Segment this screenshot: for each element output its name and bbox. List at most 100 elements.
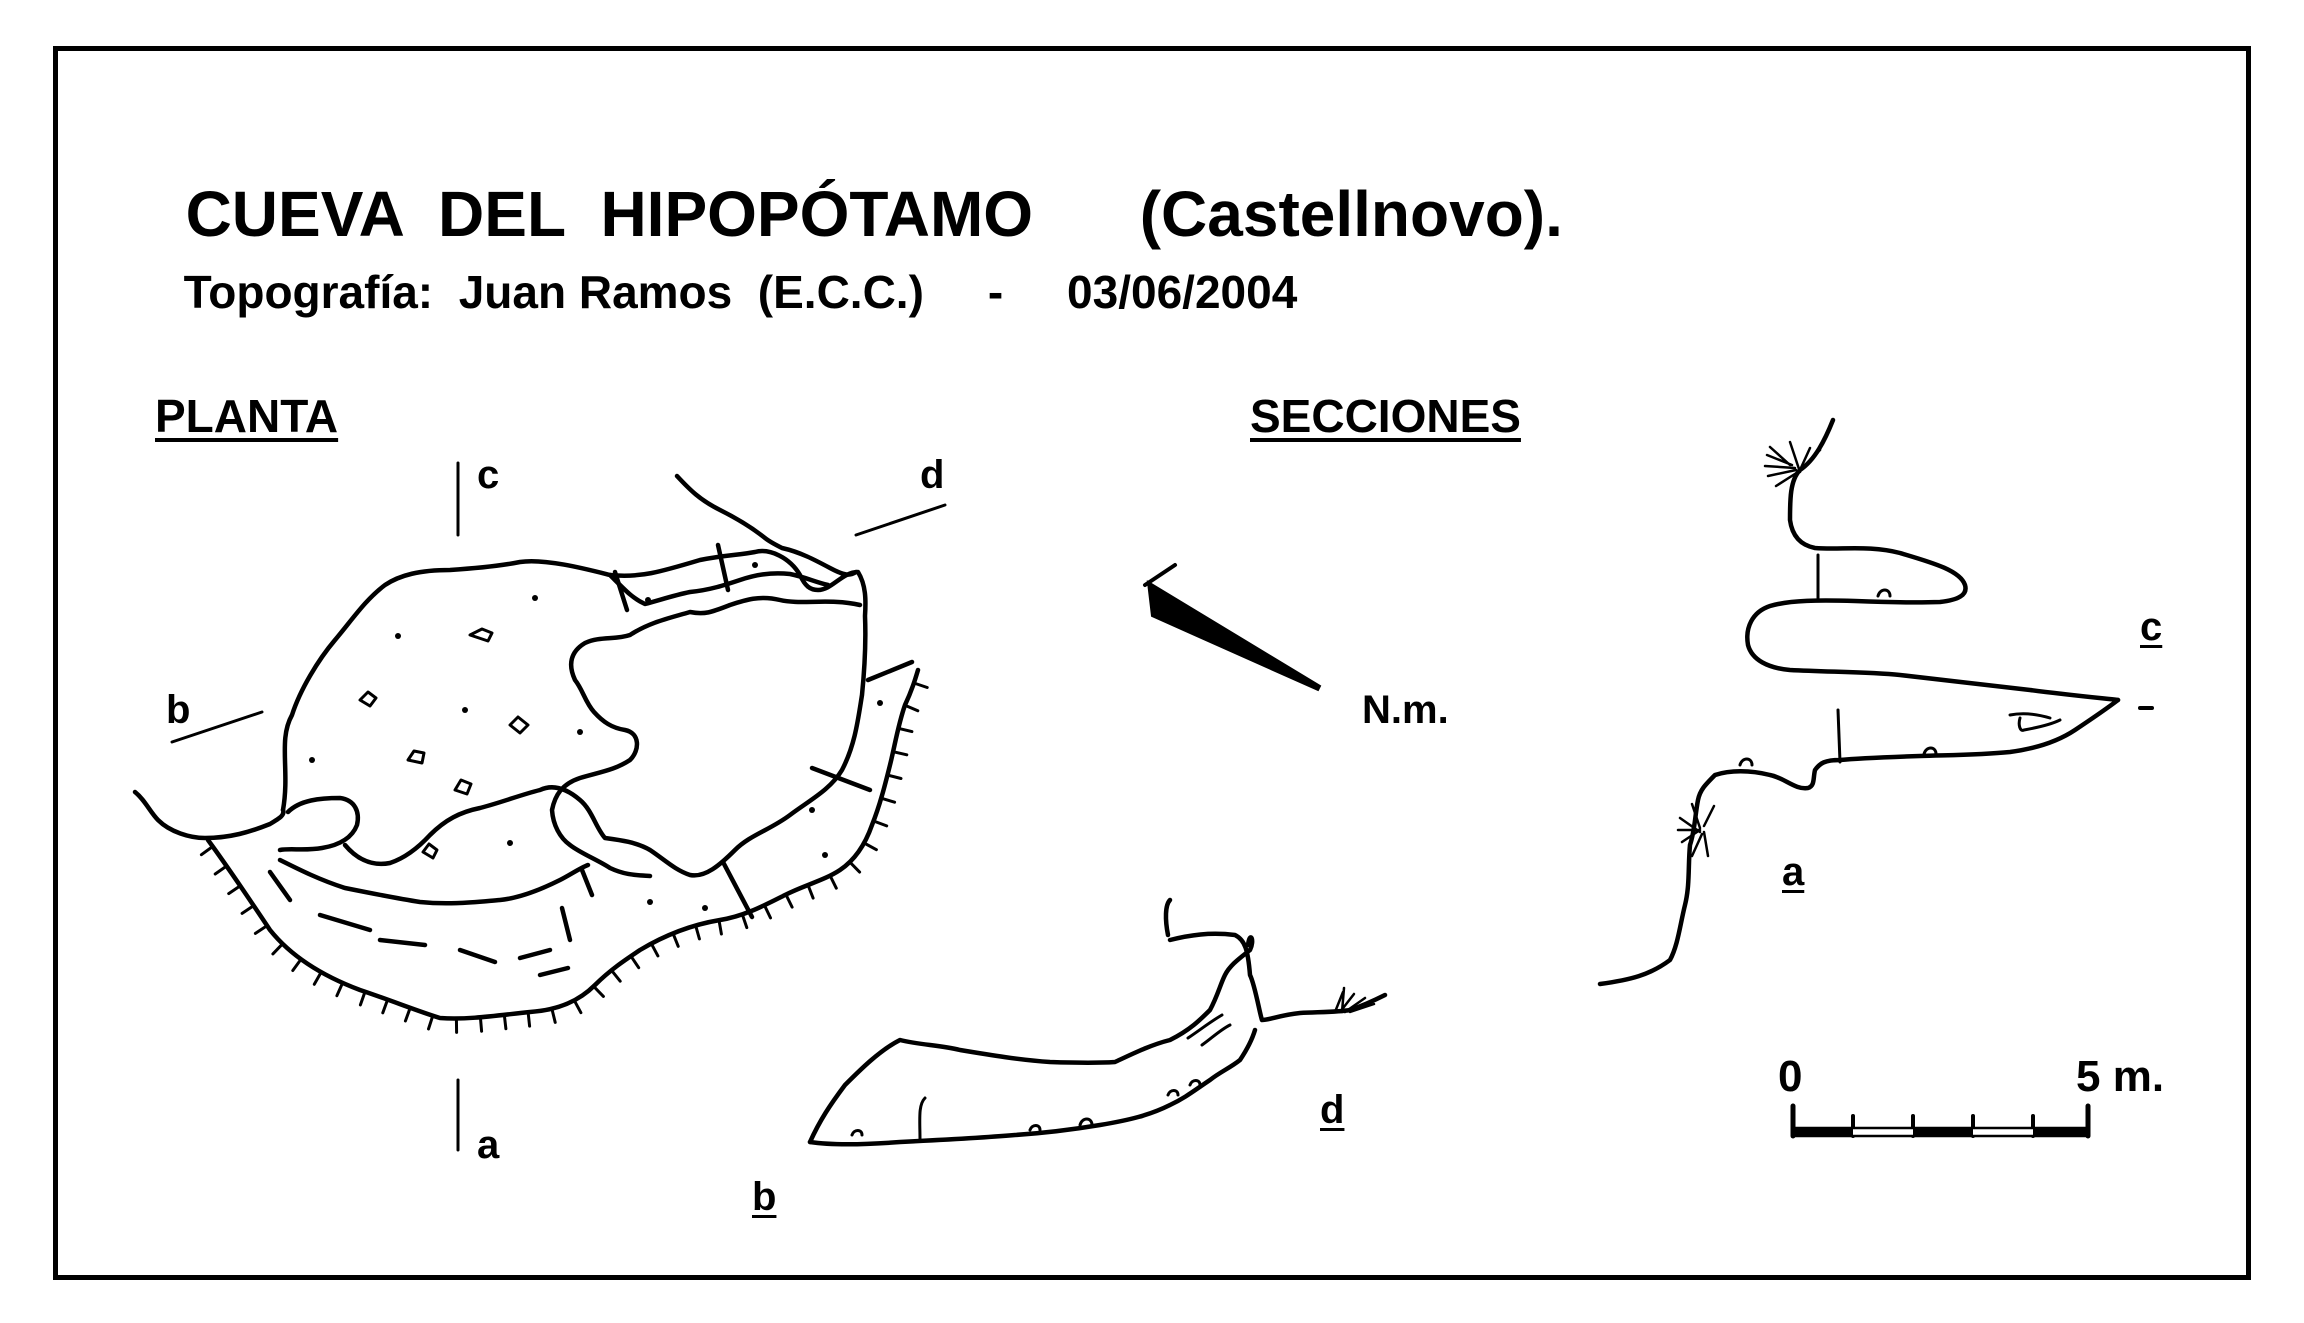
sections-heading: SECCIONES bbox=[1250, 390, 1521, 442]
hatch-tick bbox=[862, 841, 878, 852]
plan-entrance-outline bbox=[132, 789, 286, 841]
plan-floor-details bbox=[309, 562, 883, 911]
survey-date: 03/06/2004 bbox=[1067, 266, 1298, 318]
hatch-tick bbox=[848, 860, 862, 874]
floor-dot bbox=[822, 852, 828, 858]
slope-mark bbox=[457, 947, 498, 965]
map-frame bbox=[53, 46, 2251, 1280]
floor-dot bbox=[507, 840, 513, 846]
survey-credits: Topografía: Juan Ramos (E.C.C.) - 03/06/… bbox=[158, 223, 1298, 318]
floor-dot bbox=[809, 807, 815, 813]
hatch-tick bbox=[381, 998, 390, 1015]
hatch-tick bbox=[199, 845, 215, 857]
slope-mark bbox=[559, 905, 573, 943]
plan-upper-passage-2 bbox=[607, 571, 831, 607]
plan-lower-gallery-inner bbox=[277, 857, 591, 906]
section-line-b bbox=[170, 710, 264, 744]
section-ac-profile bbox=[1597, 417, 2154, 987]
section-label-a: a bbox=[1782, 850, 1805, 894]
boulder bbox=[421, 842, 439, 860]
hatch-tick bbox=[572, 998, 583, 1015]
plan-entrance-inner bbox=[277, 795, 360, 853]
boulder bbox=[358, 690, 378, 708]
floor-dot bbox=[752, 562, 758, 568]
survey-label: Topografía: bbox=[183, 266, 434, 318]
hatch-tick bbox=[891, 750, 909, 757]
scale-segment-black bbox=[1793, 1128, 1853, 1136]
hatch-tick bbox=[912, 681, 929, 689]
plan-mark-a: a bbox=[477, 1123, 500, 1167]
hatch-tick bbox=[526, 1010, 532, 1028]
plan-mark-b: b bbox=[166, 688, 191, 732]
hatch-tick bbox=[312, 970, 323, 986]
credits-separator: - bbox=[987, 266, 1004, 318]
plan-chamber-outline bbox=[280, 548, 868, 878]
scale-start-label: 0 bbox=[1778, 1052, 1803, 1101]
scale-end-label: 5 m. bbox=[2076, 1052, 2165, 1101]
floor-dot bbox=[309, 757, 315, 763]
north-arrow-icon bbox=[1143, 563, 1322, 692]
hatch-tick bbox=[784, 893, 794, 909]
section-b-profile bbox=[807, 897, 1388, 1147]
floor-dot bbox=[395, 633, 401, 639]
floor-dot bbox=[462, 707, 468, 713]
hatch-tick bbox=[610, 968, 622, 983]
hatch-tick bbox=[671, 931, 680, 948]
hatch-tick bbox=[717, 918, 723, 936]
plan-upper-passage bbox=[674, 473, 859, 577]
hatch-tick bbox=[478, 1015, 484, 1033]
plan-heading: PLANTA bbox=[155, 390, 339, 442]
scale-segment-black bbox=[1913, 1128, 1973, 1136]
plan-crossline-3 bbox=[720, 859, 755, 920]
floor-dot bbox=[647, 899, 653, 905]
hatch-tick bbox=[828, 874, 838, 890]
plan-hatching bbox=[199, 681, 929, 1034]
plan-crossline-4 bbox=[809, 765, 873, 793]
hatch-tick bbox=[903, 703, 920, 713]
plan-view bbox=[132, 473, 921, 1021]
hatch-tick bbox=[806, 883, 815, 900]
map-title: CUEVA DEL HIPOPÓTAMO (Castellnovo). bbox=[150, 118, 1563, 246]
cave-location: (Castellnovo). bbox=[1139, 178, 1563, 250]
section-label-d: d bbox=[1320, 1088, 1345, 1132]
floor-dot bbox=[877, 700, 883, 706]
north-label: N.m. bbox=[1362, 688, 1449, 732]
slope-mark bbox=[317, 912, 373, 933]
slope-mark bbox=[377, 937, 428, 948]
hatch-tick bbox=[358, 990, 367, 1007]
hatch-tick bbox=[649, 942, 660, 958]
floor-dot bbox=[702, 905, 708, 911]
hatch-tick bbox=[694, 923, 701, 941]
slope-mark bbox=[517, 947, 553, 961]
plan-mark-c: c bbox=[477, 453, 500, 497]
hatch-tick bbox=[291, 957, 303, 972]
plan-mark-d: d bbox=[920, 453, 945, 497]
slope-mark bbox=[267, 869, 293, 903]
slope-mark bbox=[579, 867, 595, 898]
north-arrow-tick bbox=[1143, 563, 1177, 587]
hatch-tick bbox=[896, 726, 914, 734]
hatch-tick bbox=[879, 796, 897, 804]
boulder bbox=[453, 778, 473, 796]
hatch-tick bbox=[240, 904, 256, 915]
hatch-tick bbox=[886, 773, 903, 780]
floor-dot bbox=[577, 729, 583, 735]
hatch-tick bbox=[629, 954, 641, 970]
scale-segment-black bbox=[2033, 1128, 2088, 1136]
section-line-d bbox=[854, 503, 947, 537]
survey-author: Juan Ramos (E.C.C.) bbox=[458, 266, 924, 318]
hatch-tick bbox=[872, 819, 889, 828]
hatch-tick bbox=[740, 912, 749, 930]
hatch-tick bbox=[213, 864, 229, 876]
hatch-tick bbox=[403, 1006, 412, 1023]
hatch-tick bbox=[502, 1013, 508, 1031]
section-label-b: b bbox=[752, 1175, 777, 1219]
floor-dot bbox=[532, 595, 538, 601]
cave-name: CUEVA DEL HIPOPÓTAMO bbox=[185, 178, 1034, 250]
plan-crossline-1 bbox=[612, 569, 630, 613]
plan-crossline-5 bbox=[865, 659, 915, 683]
hatch-tick bbox=[227, 884, 242, 896]
section-label-c: c bbox=[2140, 605, 2163, 649]
slope-mark bbox=[537, 965, 571, 978]
